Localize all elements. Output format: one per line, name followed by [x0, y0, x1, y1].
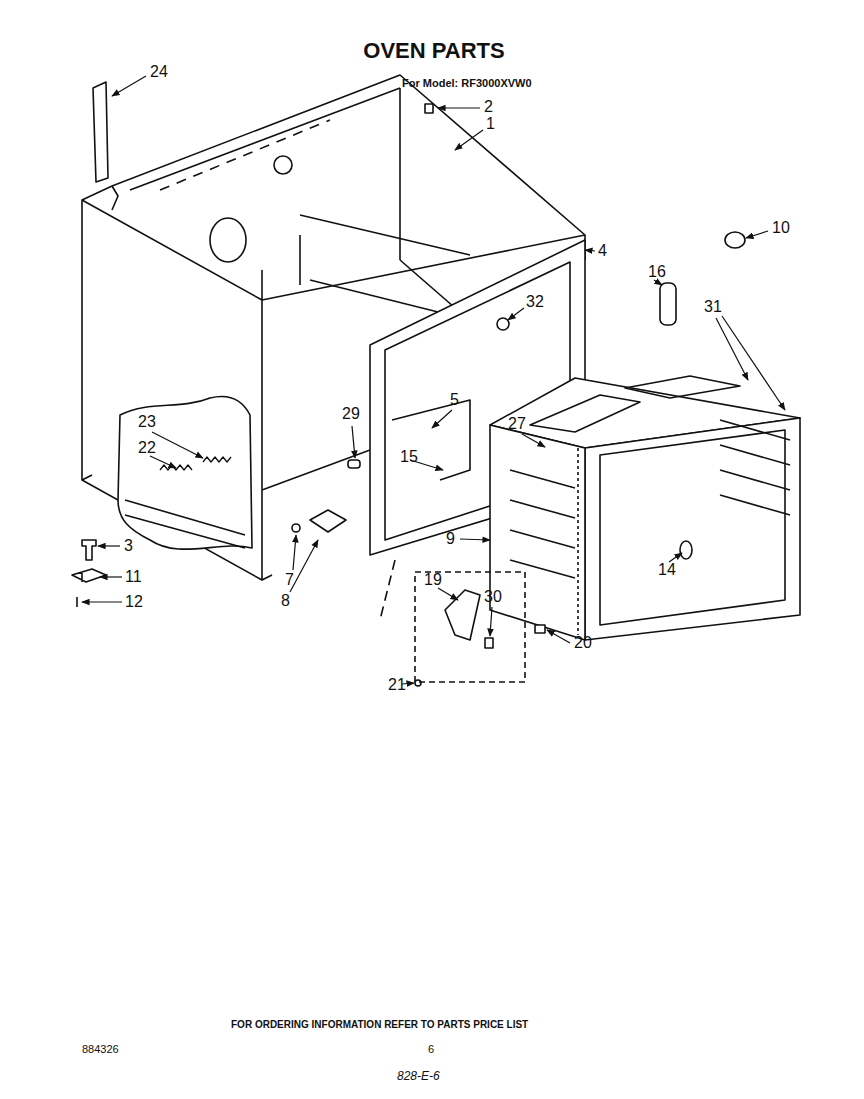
- handwritten-code: 828-E-6: [397, 1070, 440, 1082]
- callout-number: 5: [450, 392, 459, 408]
- callout-number: 32: [526, 294, 544, 310]
- callout-number: 21: [388, 677, 406, 693]
- callout-number: 1: [486, 116, 495, 132]
- callout-number: 22: [138, 440, 156, 456]
- callout-number: 10: [772, 220, 790, 236]
- document-number: 884326: [82, 1044, 119, 1055]
- callout-number: 20: [574, 635, 592, 651]
- callout-number: 29: [342, 406, 360, 422]
- callout-number: 23: [138, 414, 156, 430]
- callout-number: 4: [598, 243, 607, 259]
- page-number: 6: [428, 1044, 434, 1055]
- callout-number: 15: [400, 449, 418, 465]
- small-parts: [72, 82, 745, 686]
- callout-number: 12: [125, 594, 143, 610]
- support-bracket: [392, 400, 470, 480]
- ordering-note: FOR ORDERING INFORMATION REFER TO PARTS …: [231, 1020, 528, 1030]
- callout-number: 9: [446, 531, 455, 547]
- callout-number: 24: [150, 64, 168, 80]
- callout-number: 3: [124, 538, 133, 554]
- callout-number: 27: [508, 416, 526, 432]
- callout-number: 30: [484, 589, 502, 605]
- callout-number: 14: [658, 562, 676, 578]
- callout-number: 19: [424, 572, 442, 588]
- callout-number: 11: [125, 569, 142, 585]
- diagram-title: OVEN PARTS: [363, 40, 504, 62]
- callout-number: 31: [704, 299, 722, 315]
- oven-liner: [490, 376, 800, 640]
- model-text: For Model: RF3000XVW0: [402, 78, 532, 89]
- callout-number: 7: [285, 572, 294, 588]
- leader-lines: [82, 76, 785, 684]
- panel-cutaway: [118, 396, 252, 549]
- callout-number: 8: [281, 593, 290, 609]
- callout-number: 2: [484, 99, 493, 115]
- callout-number: 16: [648, 264, 666, 280]
